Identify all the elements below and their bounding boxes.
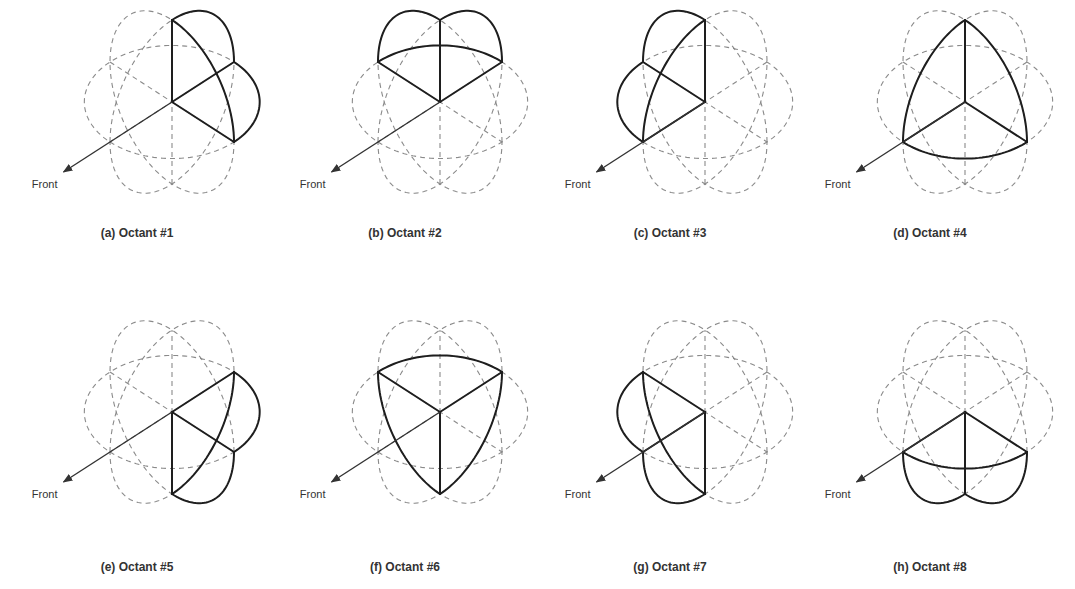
octant-arc bbox=[643, 372, 705, 494]
octant-arc bbox=[903, 20, 965, 142]
view-label: Front bbox=[565, 178, 591, 191]
view-label: Front bbox=[565, 488, 591, 501]
octant-sphere bbox=[857, 11, 1053, 193]
front-arrow bbox=[332, 412, 441, 482]
octant-arc bbox=[378, 355, 502, 372]
octant-arc bbox=[172, 452, 234, 503]
view-label: Front bbox=[300, 178, 326, 191]
octant-arc bbox=[965, 20, 1027, 142]
octant-sphere bbox=[857, 321, 1053, 503]
front-arrow bbox=[64, 412, 173, 482]
figure-caption: (e) Octant #5 bbox=[52, 560, 222, 574]
octant-edge bbox=[643, 62, 705, 102]
octant-edge bbox=[440, 62, 502, 102]
front-arrow bbox=[597, 412, 706, 482]
octant-arc bbox=[617, 372, 643, 452]
view-label: Front bbox=[300, 488, 326, 501]
octant-arc bbox=[903, 452, 1027, 469]
view-label: Front bbox=[825, 488, 851, 501]
octant-arc bbox=[378, 372, 440, 494]
octant-sphere bbox=[64, 11, 260, 193]
figure-caption: (g) Octant #7 bbox=[585, 560, 755, 574]
octant-arc bbox=[172, 11, 234, 62]
view-label: Front bbox=[825, 178, 851, 191]
figure-caption: (b) Octant #2 bbox=[320, 226, 490, 240]
octant-sphere bbox=[64, 321, 260, 503]
octant-arc bbox=[378, 45, 502, 62]
front-arrow bbox=[332, 102, 441, 172]
octant-edge bbox=[439, 20, 441, 102]
octant-edge bbox=[172, 412, 234, 452]
figure-caption: (f) Octant #6 bbox=[320, 560, 490, 574]
octant-arc bbox=[234, 372, 260, 452]
front-arrow bbox=[597, 102, 706, 172]
octant-edge bbox=[172, 102, 234, 142]
octant-edge bbox=[964, 20, 966, 102]
octant-edge bbox=[171, 20, 173, 102]
octant-edge bbox=[378, 62, 440, 102]
figure-caption: (a) Octant #1 bbox=[52, 226, 222, 240]
octant-edge bbox=[965, 102, 1027, 142]
octant-sphere bbox=[597, 321, 793, 503]
octant-arc bbox=[440, 11, 502, 62]
octant-arc bbox=[172, 20, 234, 142]
octant-edge bbox=[171, 412, 173, 494]
octant-arc bbox=[643, 452, 705, 503]
octant-sphere bbox=[332, 321, 528, 503]
octant-edge bbox=[704, 20, 706, 102]
octant-arc bbox=[643, 20, 705, 142]
front-arrow bbox=[857, 102, 966, 172]
figure-caption: (d) Octant #4 bbox=[845, 226, 1015, 240]
octant-edge bbox=[643, 372, 705, 412]
octant-edge bbox=[440, 372, 502, 412]
octant-arc bbox=[172, 372, 234, 494]
octant-sphere bbox=[597, 11, 793, 193]
octant-arc bbox=[903, 142, 1027, 159]
octant-arc bbox=[378, 11, 440, 62]
octant-edge bbox=[704, 412, 706, 494]
front-arrow bbox=[64, 102, 173, 172]
octant-edge bbox=[965, 412, 1027, 452]
octant-arc bbox=[643, 11, 705, 62]
octant-edge bbox=[964, 412, 966, 494]
figure-caption: (c) Octant #3 bbox=[585, 226, 755, 240]
octant-sphere bbox=[332, 11, 528, 193]
front-arrow bbox=[857, 412, 966, 482]
octant-edge bbox=[172, 372, 234, 412]
view-label: Front bbox=[32, 178, 58, 191]
octant-arc bbox=[440, 372, 502, 494]
octant-arc bbox=[234, 62, 260, 142]
octant-edge bbox=[439, 412, 441, 494]
figure-caption: (h) Octant #8 bbox=[845, 560, 1015, 574]
octant-arc bbox=[903, 452, 965, 503]
octant-edge bbox=[172, 62, 234, 102]
octant-edge bbox=[378, 372, 440, 412]
view-label: Front bbox=[32, 488, 58, 501]
octant-arc bbox=[617, 62, 643, 142]
octant-arc bbox=[965, 452, 1027, 503]
